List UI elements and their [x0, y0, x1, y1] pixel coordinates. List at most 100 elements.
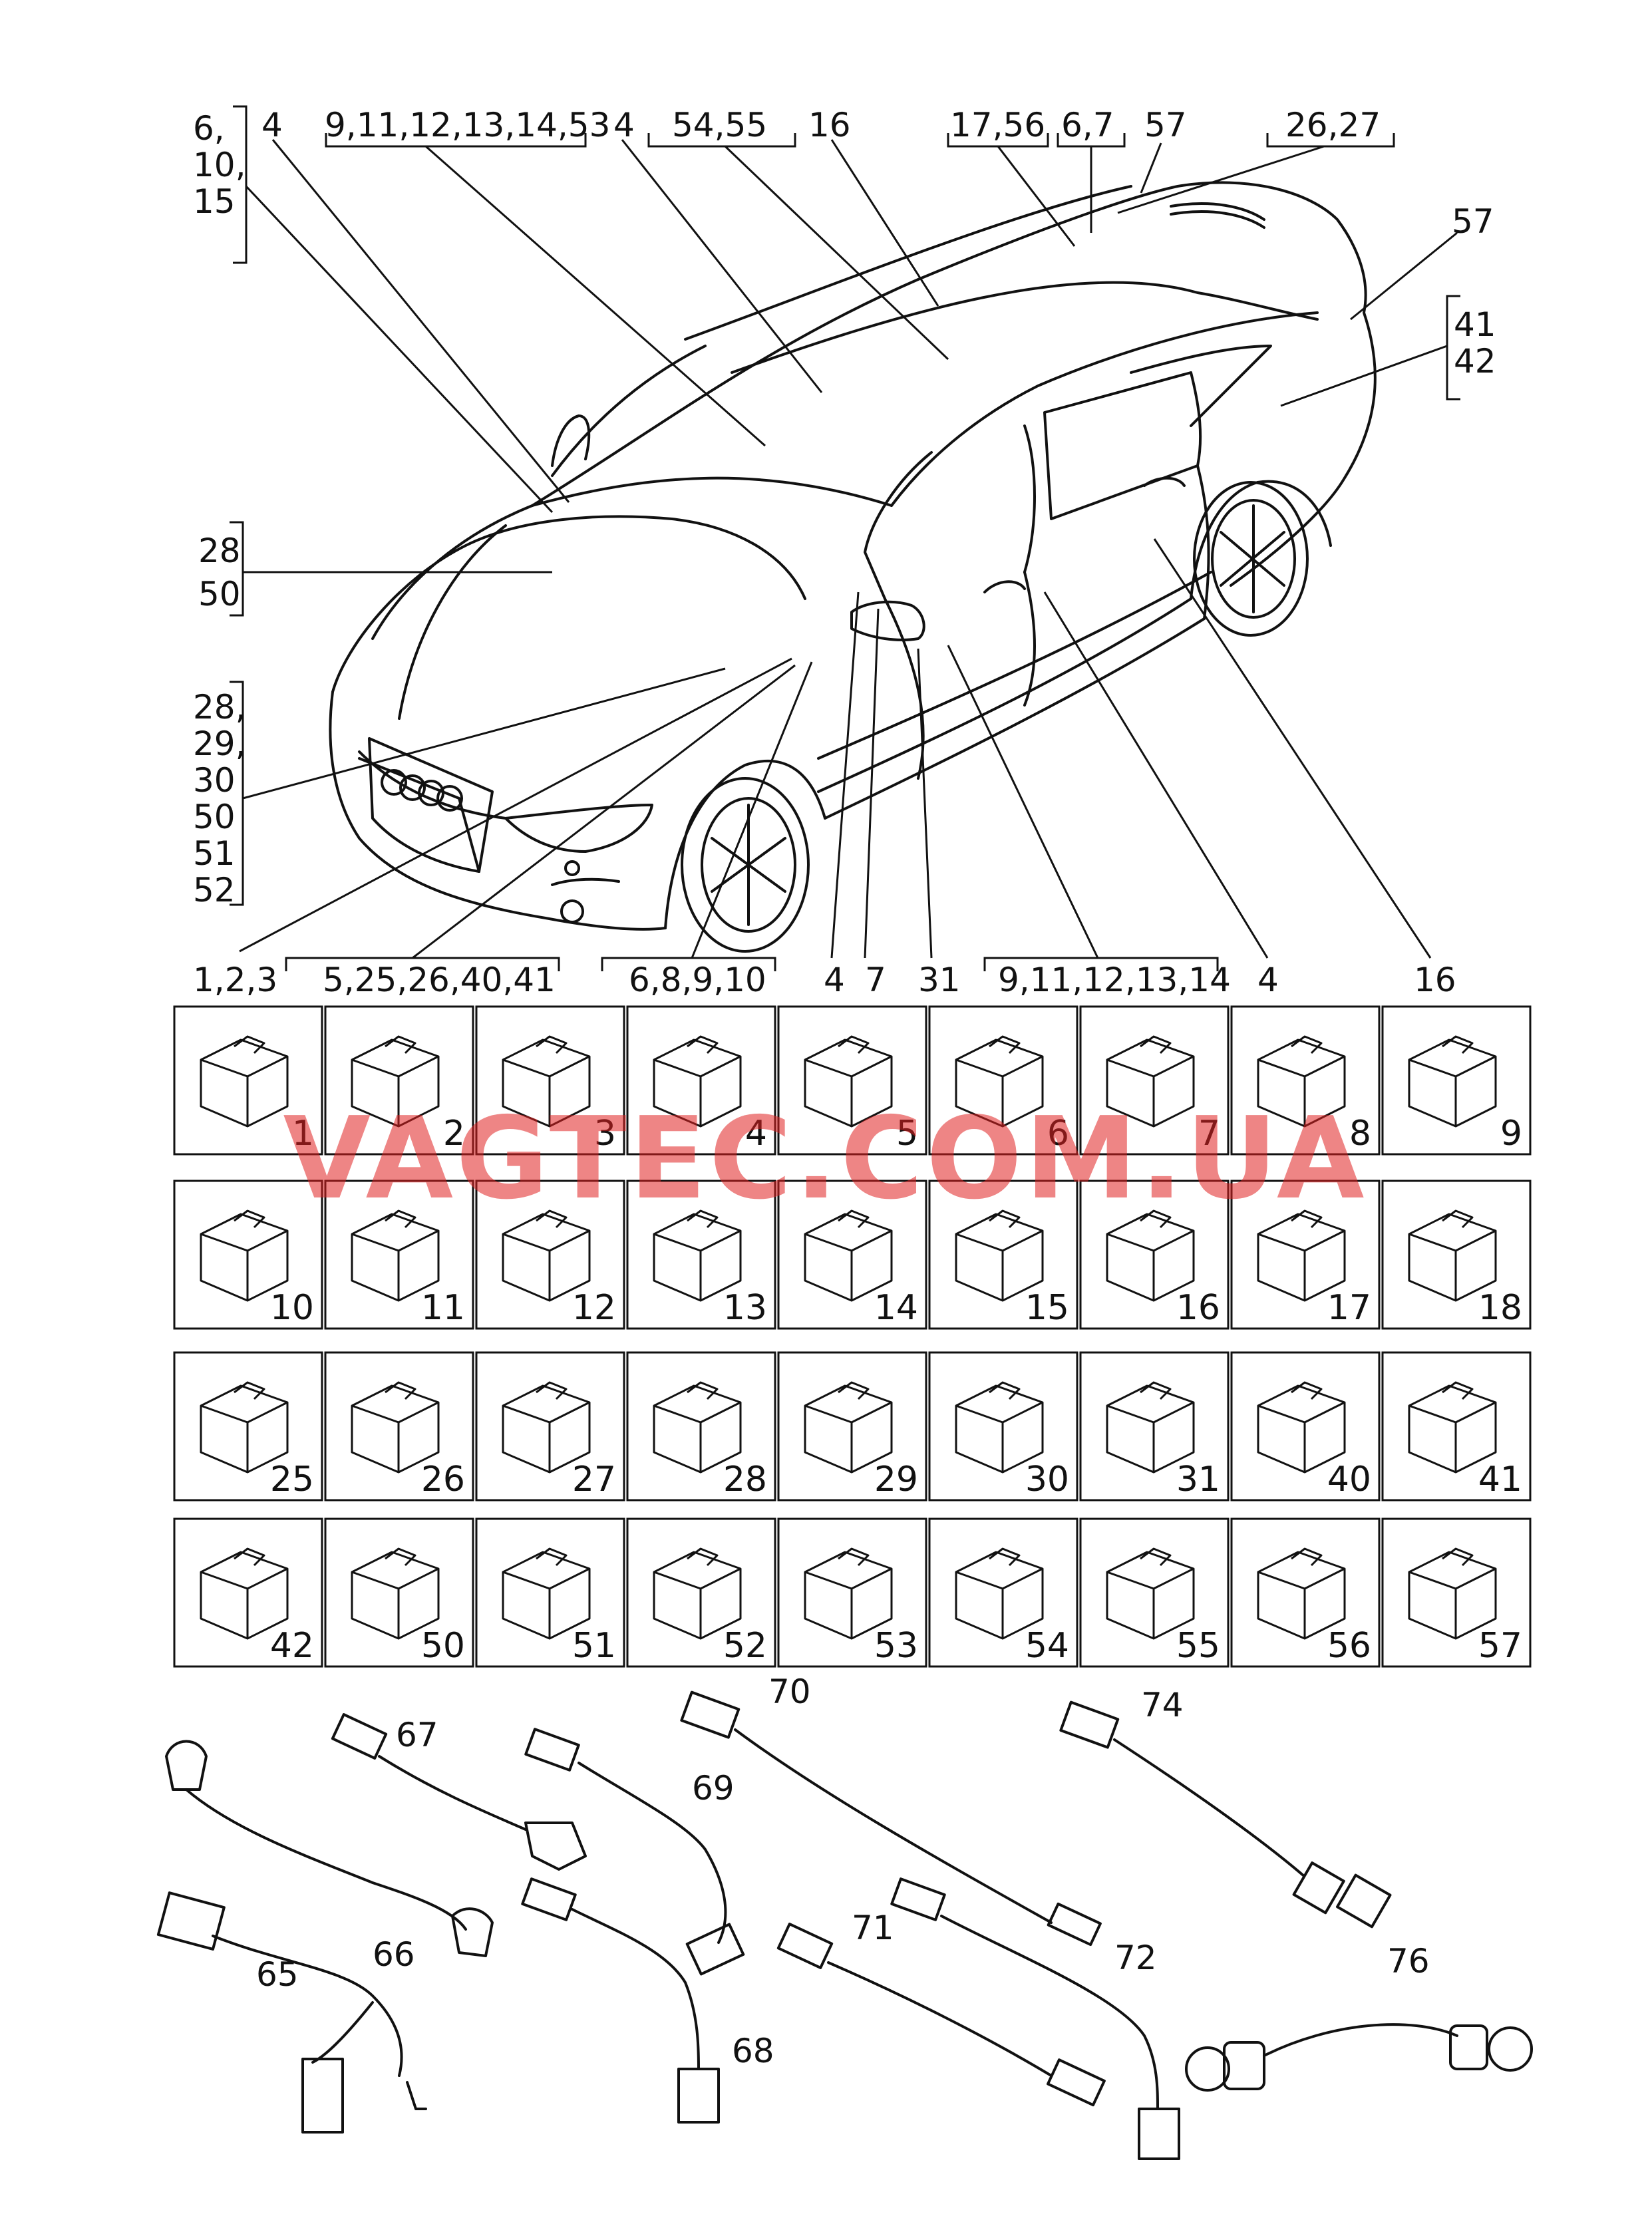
cable-69 [524, 1728, 745, 1976]
cable-74 [1059, 1700, 1392, 1929]
top-callouts: 6, 10, 15 4 9,11,12,13,14,53 4 54,55 16 … [193, 106, 1496, 909]
connector-icon [1106, 1209, 1195, 1302]
cable-label-65: 65 [256, 1955, 299, 1994]
callout-label: 6, [193, 109, 225, 148]
connector-icon [955, 1381, 1044, 1474]
part-number: 1 [292, 1114, 314, 1154]
callout-label: 42 [1454, 342, 1496, 381]
part-cell: 51 [475, 1517, 625, 1668]
cable-72 [890, 1877, 1180, 2160]
callout-label: 31 [918, 961, 961, 999]
callout-label: 17,56 [950, 106, 1045, 144]
callout-label: 9,11,12,13,14 [998, 961, 1231, 999]
callout-label: 50 [198, 575, 241, 613]
part-number: 29 [874, 1460, 918, 1500]
connector-icon [1408, 1381, 1497, 1474]
connector-icon [653, 1381, 742, 1474]
part-number: 54 [1025, 1626, 1069, 1666]
callout-label: 4 [824, 961, 845, 999]
part-number: 56 [1327, 1626, 1371, 1666]
car-illustration [329, 181, 1377, 953]
connector-icon [1257, 1381, 1346, 1474]
part-cell: 9 [1381, 1005, 1532, 1156]
part-cell: 15 [928, 1180, 1078, 1330]
callout-label: 6,8,9,10 [629, 961, 766, 999]
connector-icon [955, 1035, 1044, 1128]
part-cell: 5 [777, 1005, 927, 1156]
connector-icon [653, 1547, 742, 1640]
part-number: 4 [745, 1114, 767, 1154]
callout-label: 10, [193, 146, 246, 184]
callout-label: 4 [613, 106, 635, 144]
part-cell: 1 [173, 1005, 323, 1156]
connector-icon [1257, 1209, 1346, 1302]
callout-label: 28 [198, 532, 241, 570]
part-cell: 3 [475, 1005, 625, 1156]
callout-label: 50 [193, 798, 236, 836]
connector-icon [200, 1381, 289, 1474]
connector-icon [804, 1035, 893, 1128]
callout-label: 16 [1414, 961, 1456, 999]
part-number: 16 [1176, 1288, 1220, 1328]
callout-label: 7 [865, 961, 886, 999]
part-number: 27 [572, 1460, 616, 1500]
part-cell: 57 [1381, 1517, 1532, 1668]
cable-label-71: 71 [852, 1909, 894, 1947]
callout-label: 57 [1144, 106, 1187, 144]
callout-label: 57 [1452, 202, 1494, 241]
part-cell: 40 [1230, 1351, 1381, 1502]
connector-icon [200, 1035, 289, 1128]
part-cell: 8 [1230, 1005, 1381, 1156]
cable-label-69: 69 [692, 1769, 735, 1808]
cable-label-66: 66 [373, 1935, 415, 1974]
callout-label: 54,55 [672, 106, 767, 144]
callout-label: 16 [808, 106, 851, 144]
cable-labels: 65 66 67 68 69 70 71 72 74 76 [256, 1672, 1430, 2070]
connector-icon [502, 1035, 591, 1128]
connector-icon [351, 1209, 440, 1302]
part-number: 55 [1176, 1626, 1220, 1666]
callout-label: 4 [261, 106, 283, 144]
callout-label: 29, [193, 724, 246, 763]
part-number: 2 [443, 1114, 465, 1154]
cable-67 [331, 1713, 587, 1871]
connector-icon [502, 1381, 591, 1474]
part-cell: 28 [626, 1351, 776, 1502]
part-cell: 54 [928, 1517, 1078, 1668]
part-cell: 16 [1079, 1180, 1230, 1330]
cable-label-68: 68 [732, 2032, 774, 2070]
connector-icon [351, 1035, 440, 1128]
connector-icon [653, 1035, 742, 1128]
part-cell: 42 [173, 1517, 323, 1668]
leader-lines [230, 105, 1460, 971]
connector-icon [955, 1209, 1044, 1302]
part-cell-frame [324, 1180, 474, 1330]
part-number: 15 [1025, 1288, 1069, 1328]
part-number: 12 [572, 1288, 616, 1328]
callout-label: 30 [193, 761, 236, 800]
part-number: 3 [594, 1114, 616, 1154]
part-number: 52 [723, 1626, 767, 1666]
part-cell: 53 [777, 1517, 927, 1668]
connector-icon [1257, 1035, 1346, 1128]
callout-label: 41 [1454, 305, 1496, 344]
connector-icon [955, 1547, 1044, 1640]
part-cell: 17 [1230, 1180, 1381, 1330]
part-cell: 50 [324, 1517, 474, 1668]
cable-label-74: 74 [1141, 1686, 1184, 1724]
part-number: 8 [1349, 1114, 1371, 1154]
callout-label: 26,27 [1285, 106, 1381, 144]
callout-label: 1,2,3 [193, 961, 277, 999]
part-number: 10 [270, 1288, 314, 1328]
part-number: 31 [1176, 1460, 1220, 1500]
part-number: 40 [1327, 1460, 1371, 1500]
part-number: 53 [874, 1626, 918, 1666]
part-number: 17 [1327, 1288, 1371, 1328]
connector-icon [1106, 1035, 1195, 1128]
part-number: 6 [1047, 1114, 1069, 1154]
cable-76 [1185, 2023, 1533, 2092]
connector-icon [200, 1209, 289, 1302]
cable-label-67: 67 [396, 1716, 438, 1754]
